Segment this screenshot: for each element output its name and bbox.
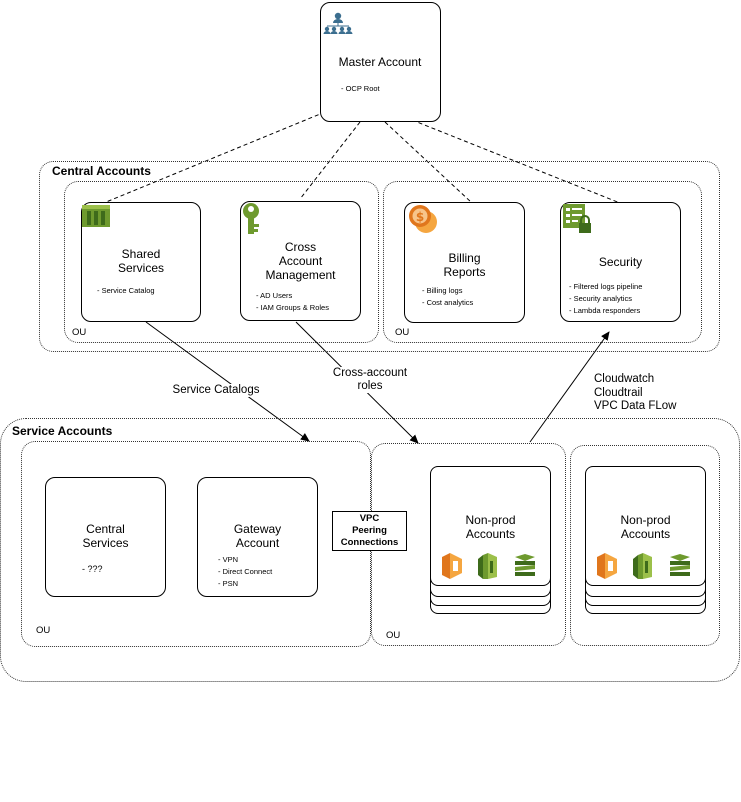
shared-services-items: Service Catalog [97, 285, 155, 297]
gateway-account-title: Gateway Account [233, 522, 282, 550]
central-ou-left [64, 181, 379, 343]
list-item: Filtered logs pipeline [569, 281, 643, 293]
api-gateway-green-icon [515, 554, 535, 576]
master-account-items: OCP Root [341, 83, 380, 95]
nonprod-accounts-title: Non-prod Accounts [465, 513, 516, 541]
svg-text:$: $ [416, 210, 424, 224]
central-ou-right [383, 181, 702, 343]
cross-account-title: Cross Account Management [265, 240, 336, 282]
security-checklist-icon [563, 204, 591, 233]
service-catalog-icon [82, 205, 110, 227]
master-account-card[interactable]: Master Account OCP Root [320, 2, 441, 122]
billing-reports-title: Billing Reports [443, 251, 486, 279]
service-ou-right [570, 445, 720, 646]
list-item: Lambda responders [569, 305, 642, 317]
ou-label: OU [386, 630, 401, 641]
vpc-peering-box[interactable]: VPC Peering Connections [332, 511, 407, 551]
nonprod-accounts-card-2[interactable]: Non-prod Accounts [585, 466, 706, 586]
list-item: Direct Connect [218, 566, 273, 578]
lambda-green-icon [633, 553, 652, 579]
central-services-items: - ??? [82, 564, 103, 574]
gateway-account-card[interactable]: Gateway Account VPN Direct Connect PSN [197, 477, 318, 597]
ou-label: OU [72, 327, 87, 338]
billing-reports-card[interactable]: $ Billing Reports Billing logs Cost anal… [404, 202, 525, 323]
list-item: IAM Groups & Roles [256, 302, 329, 314]
central-services-card[interactable]: Central Services - ??? [45, 477, 166, 597]
organization-icon [323, 12, 353, 34]
list-item: Cost analytics [422, 297, 474, 309]
ou-label: OU [395, 327, 410, 338]
list-item: OCP Root [341, 83, 380, 95]
service-accounts-group [0, 418, 740, 682]
list-item: Billing logs [422, 285, 473, 297]
list-item: PSN [218, 578, 272, 590]
ec2-orange-icon [442, 553, 462, 579]
ou-label: OU [36, 625, 51, 636]
list-item: Security analytics [569, 293, 642, 305]
master-account-title: Master Account [338, 55, 422, 69]
service-accounts-label: Service Accounts [12, 424, 113, 438]
cross-account-items: AD Users IAM Groups & Roles [256, 290, 329, 314]
api-gateway-green-icon [670, 554, 690, 576]
ec2-orange-icon [597, 553, 617, 579]
central-services-title: Central Services [82, 522, 129, 550]
billing-reports-items: Billing logs Cost analytics [422, 285, 474, 309]
list-item: AD Users [256, 290, 329, 302]
service-catalogs-label: Service Catalogs [168, 384, 264, 397]
list-item: Service Catalog [97, 285, 155, 297]
nonprod-accounts-card-1[interactable]: Non-prod Accounts [430, 466, 551, 586]
cross-account-roles-label: Cross-account roles [326, 367, 414, 393]
central-accounts-group [39, 161, 720, 352]
gateway-account-items: VPN Direct Connect PSN [218, 554, 273, 590]
security-card[interactable]: Security Filtered logs pipeline Security… [560, 202, 681, 322]
security-title: Security [598, 255, 643, 269]
central-accounts-label: Central Accounts [52, 164, 151, 178]
nonprod-accounts-title: Non-prod Accounts [620, 513, 671, 541]
dashed-link-cross [299, 121, 361, 200]
list-item: VPN [218, 554, 272, 566]
dashed-link-billing [384, 121, 473, 204]
iam-key-icon [243, 203, 259, 234]
cross-account-card[interactable]: Cross Account Management AD Users IAM Gr… [240, 201, 361, 321]
security-items: Filtered logs pipeline Security analytic… [569, 281, 643, 317]
shared-services-title: Shared Services [117, 247, 164, 275]
arrow-service-catalogs [145, 321, 310, 442]
lambda-green-icon [478, 553, 497, 579]
logs-label: Cloudwatch Cloudtrail VPC Data FLow [594, 373, 677, 412]
shared-services-card[interactable]: Shared Services Service Catalog [81, 202, 201, 322]
arrow-logs-to-security [529, 331, 610, 443]
dashed-link-security [411, 119, 621, 204]
list-item: ??? [87, 564, 103, 574]
billing-coins-icon: $ [409, 205, 437, 233]
